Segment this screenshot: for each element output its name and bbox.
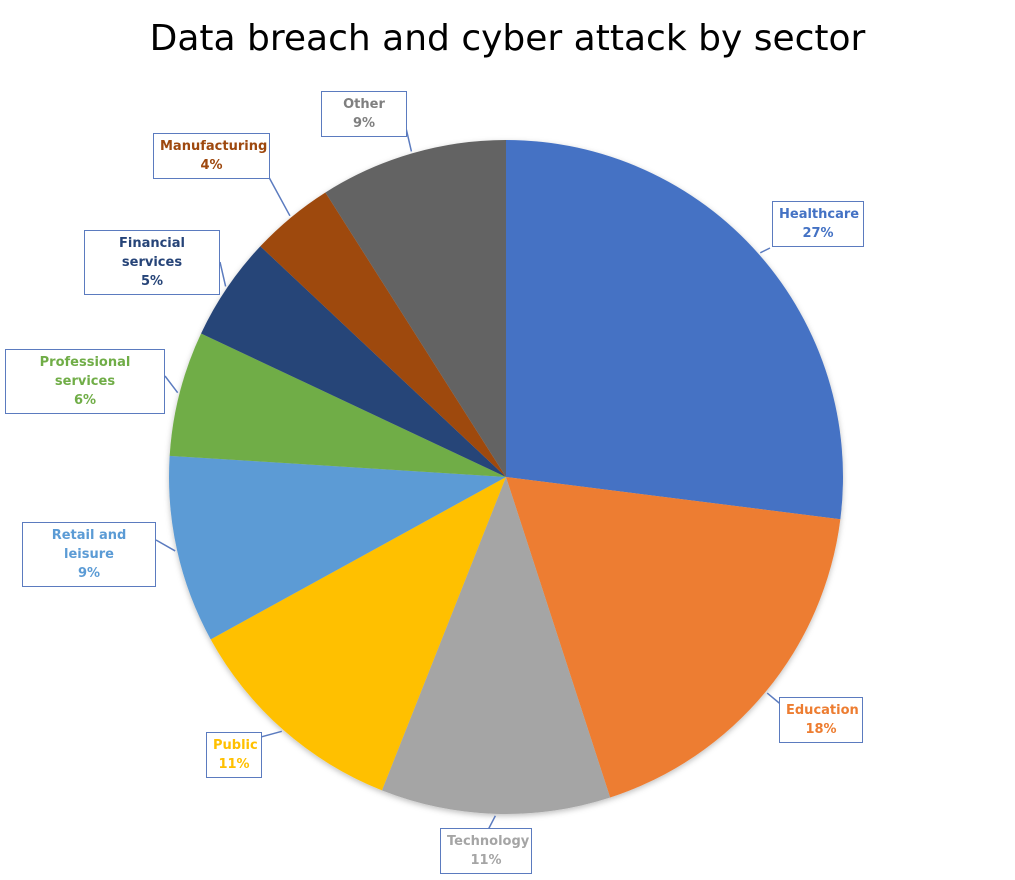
callout-technology: Technology 11% [440,828,532,874]
callout-healthcare: Healthcare 27% [772,201,864,247]
callout-value: 18% [805,722,837,737]
callout-label: Manufacturing [160,139,268,154]
callout-label: Other [343,97,385,112]
pie-slice-retail-and-leisure [168,455,506,640]
callout-label: Technology [447,834,530,849]
callout-retail-and-leisure: Retail and leisure 9% [22,522,156,587]
callout-public: Public 11% [206,732,262,778]
pie-slice-manufacturing [260,192,506,477]
callout-professional-services: Professional services 6% [5,349,165,414]
callout-value: 11% [470,853,502,868]
callout-label: Healthcare [779,207,860,222]
leader-line [487,815,497,831]
leader-line [759,247,771,254]
pie-slice-financial-services [201,246,506,477]
callout-label: Professional services [39,355,131,389]
callout-manufacturing: Manufacturing 4% [153,133,270,179]
callout-label: Education [786,703,859,718]
callout-label: Public [213,738,258,753]
leader-line [164,375,179,394]
pie-slice-healthcare [506,140,844,520]
pie-slice-public [210,477,507,791]
callout-other: Other 9% [321,91,407,137]
callout-label: Retail and leisure [51,528,127,562]
pie-slice-other [325,140,506,477]
callout-value: 27% [802,226,834,241]
pie-slice-professional-services [169,333,507,477]
leader-line [219,261,227,287]
pie-slice-education [506,477,841,798]
pie-slice-technology [381,477,611,815]
callout-value: 4% [200,158,223,173]
callout-value: 9% [352,116,376,131]
callout-value: 9% [77,566,101,581]
callout-education: Education 18% [779,697,863,743]
callout-financial-services: Financial services 5% [84,230,220,295]
callout-value: 11% [218,757,250,772]
leader-line [155,539,176,552]
chart-title: Data breach and cyber attack by sector [149,18,866,59]
callout-value: 6% [73,393,97,408]
callout-value: 5% [140,274,164,289]
callout-label: Financial services [118,236,185,270]
